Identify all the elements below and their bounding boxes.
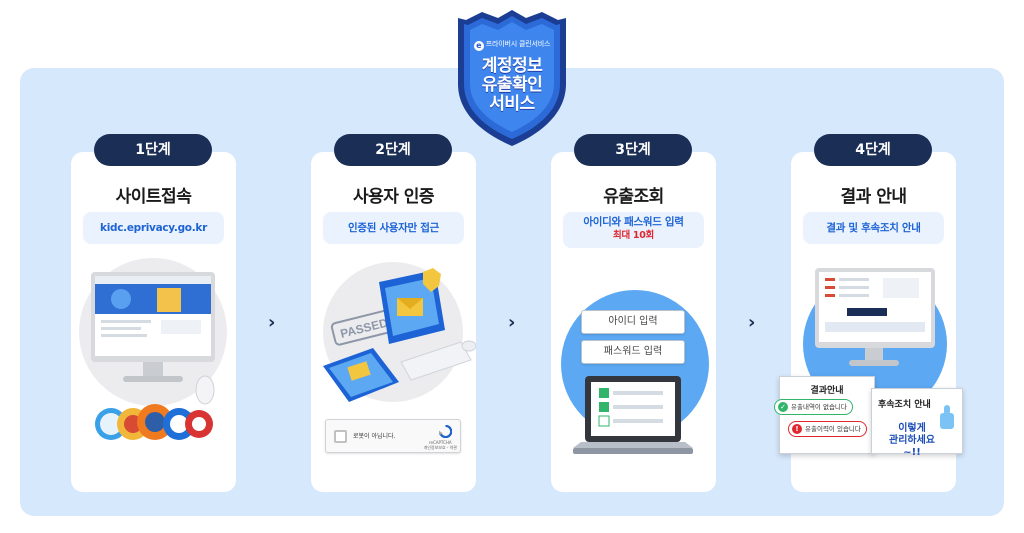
check-icon: ✓ (778, 402, 788, 412)
laptop-checklist-illustration (561, 290, 709, 454)
step-4-card: 결과 안내 결과 및 후속조치 안내 결과안내 ✓유출내역이 없습니다 !유출이… (774, 152, 963, 492)
step-4-pill: 4단계 (814, 134, 932, 166)
eprivacy-logo-icon: e (473, 41, 484, 51)
step-4-sub: 결과 및 후속조치 안내 (803, 212, 944, 244)
step-1-pill: 1단계 (94, 134, 212, 166)
monitor-browser-illustration (79, 258, 227, 440)
follow-up-title: 후속조치 안내 (878, 400, 931, 410)
step-2-sub: 인증된 사용자만 접근 (323, 212, 464, 244)
arrow-right-icon: › (508, 312, 516, 333)
follow-up-popup: 후속조치 안내 이렇게 관리하세요~!! (871, 388, 963, 458)
warning-icon: ! (792, 424, 802, 434)
step-1-card: 사이트접속 kidc.eprivacy.go.kr (71, 152, 236, 492)
step-2-card: 사용자 인증 인증된 사용자만 접근 PASSED 로봇이 아닙니다. reCA… (311, 152, 476, 492)
step-2-pill: 2단계 (334, 134, 452, 166)
result-title: 결과안내 (810, 386, 844, 396)
follow-up-text: 이렇게 관리하세요~!! (889, 423, 935, 458)
leak-badge: !유출이력이 있습니다 (788, 421, 867, 437)
auth-devices-illustration: PASSED (323, 262, 476, 402)
result-popup: 결과안내 ✓유출내역이 없습니다 !유출이력이 있습니다 (774, 376, 875, 454)
step-2-title: 사용자 인증 (352, 187, 435, 207)
recaptcha-brand: reCAPTCHA 개인정보보호 - 약관 (423, 440, 457, 450)
arrow-right-icon: › (748, 312, 756, 333)
shield-title: 계정정보 유출확인 서비스 (481, 56, 543, 114)
step-1-title: 사이트접속 (115, 187, 192, 207)
password-input[interactable]: 패스워드 입력 (581, 340, 685, 364)
step-3-card: 유출조회 아이디와 패스워드 입력 최대 10회 아이디 입력 패스워드 입력 (551, 152, 716, 492)
step-1-url[interactable]: kidc.eprivacy.go.kr (83, 212, 224, 244)
recaptcha-label: 로봇이 아닙니다. (353, 433, 396, 440)
shield-icon (458, 10, 566, 146)
arrow-right-icon: › (268, 312, 276, 333)
recaptcha-logo-icon (439, 425, 452, 438)
step-3-title: 유출조회 (603, 187, 664, 207)
recaptcha-widget[interactable]: 로봇이 아닙니다. reCAPTCHA 개인정보보호 - 약관 (325, 419, 461, 453)
step-3-pill: 3단계 (574, 134, 692, 166)
recaptcha-checkbox[interactable] (334, 430, 347, 443)
no-leak-badge: ✓유출내역이 없습니다 (774, 399, 853, 415)
max-attempts-note: 최대 10회 (613, 230, 654, 241)
thumbs-up-icon (940, 405, 954, 429)
step-3-sub: 아이디와 패스워드 입력 최대 10회 (563, 212, 704, 248)
id-input[interactable]: 아이디 입력 (581, 310, 685, 334)
step-4-title: 결과 안내 (840, 187, 907, 207)
